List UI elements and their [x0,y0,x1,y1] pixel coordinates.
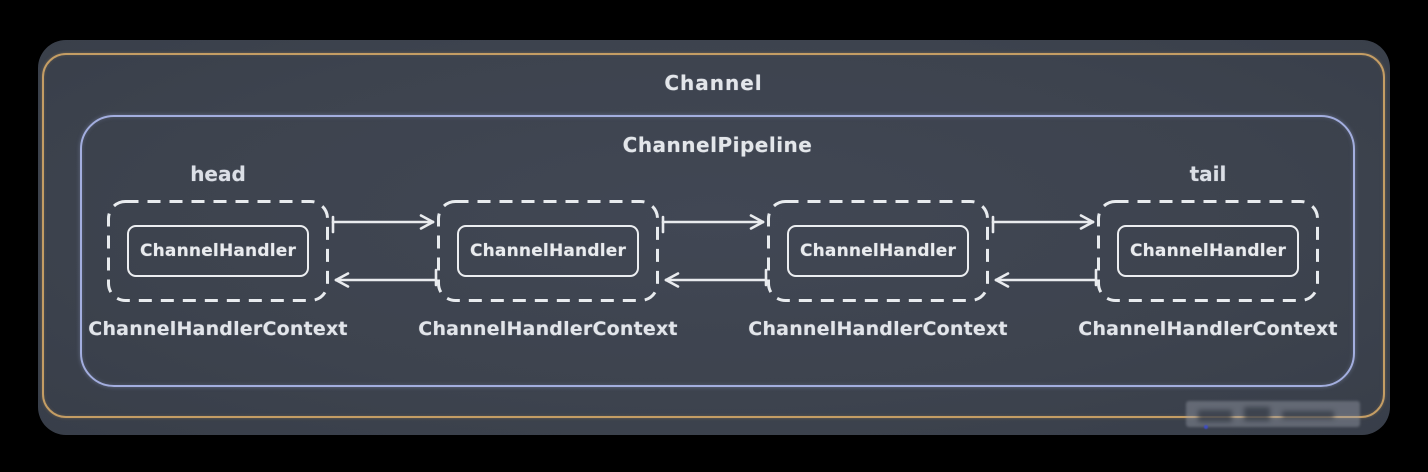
context-label: ChannelHandlerContext [748,318,1008,340]
flow-arrows [990,212,1100,297]
context-label: ChannelHandlerContext [88,318,348,340]
channel-handler-box: ChannelHandler [1116,225,1300,277]
arrow-left-icon [664,268,768,288]
channel-handler-box: ChannelHandler [456,225,640,277]
pipeline-title: ChannelPipeline [622,133,813,157]
dashed-border [1097,200,1319,302]
position-label [398,159,698,200]
handler-context-dashed-box: ChannelHandler [1097,200,1319,302]
dashed-border [437,200,659,302]
context-label: ChannelHandlerContext [1078,318,1338,340]
channel-handler-box: ChannelHandler [126,225,310,277]
arrow-left-icon [994,268,1098,288]
watermark-smudge [1198,410,1232,422]
channel-title: Channel [664,71,763,95]
arrow-pair-icon [661,214,768,288]
artifact-dot [1204,425,1208,429]
dashed-border [107,200,329,302]
handler-cell-head: head ChannelHandler ChannelHandlerContex… [68,159,368,340]
blurred-watermark [1186,401,1360,427]
arrow-left-icon [334,268,438,288]
flow-arrows [660,212,770,297]
position-label [728,159,1028,200]
dashed-border [767,200,989,302]
arrow-right-icon [661,214,765,234]
handler-cell-tail: tail ChannelHandler ChannelHandlerContex… [1058,159,1358,340]
watermark-smudge [1282,411,1334,419]
arrow-pair-icon [331,214,438,288]
head-label: head [190,162,246,186]
pipeline-container: ChannelPipeline head ChannelHandler Chan… [80,115,1355,387]
handler-cell: ChannelHandler ChannelHandlerContext [398,159,698,340]
handler-context-dashed-box: ChannelHandler [767,200,989,302]
context-label: ChannelHandlerContext [418,318,678,340]
handler-cell: ChannelHandler ChannelHandlerContext [728,159,1028,340]
flow-arrows [330,212,440,297]
arrow-right-icon [991,214,1095,234]
diagram-panel: Channel ChannelPipeline head ChannelHand… [38,40,1390,435]
arrow-pair-icon [991,214,1098,288]
channel-container: Channel ChannelPipeline head ChannelHand… [42,53,1385,418]
handler-context-dashed-box: ChannelHandler [437,200,659,302]
tail-label: tail [1189,162,1227,186]
handler-context-dashed-box: ChannelHandler [107,200,329,302]
arrow-right-icon [331,214,435,234]
watermark-smudge [1244,407,1270,421]
channel-handler-box: ChannelHandler [786,225,970,277]
